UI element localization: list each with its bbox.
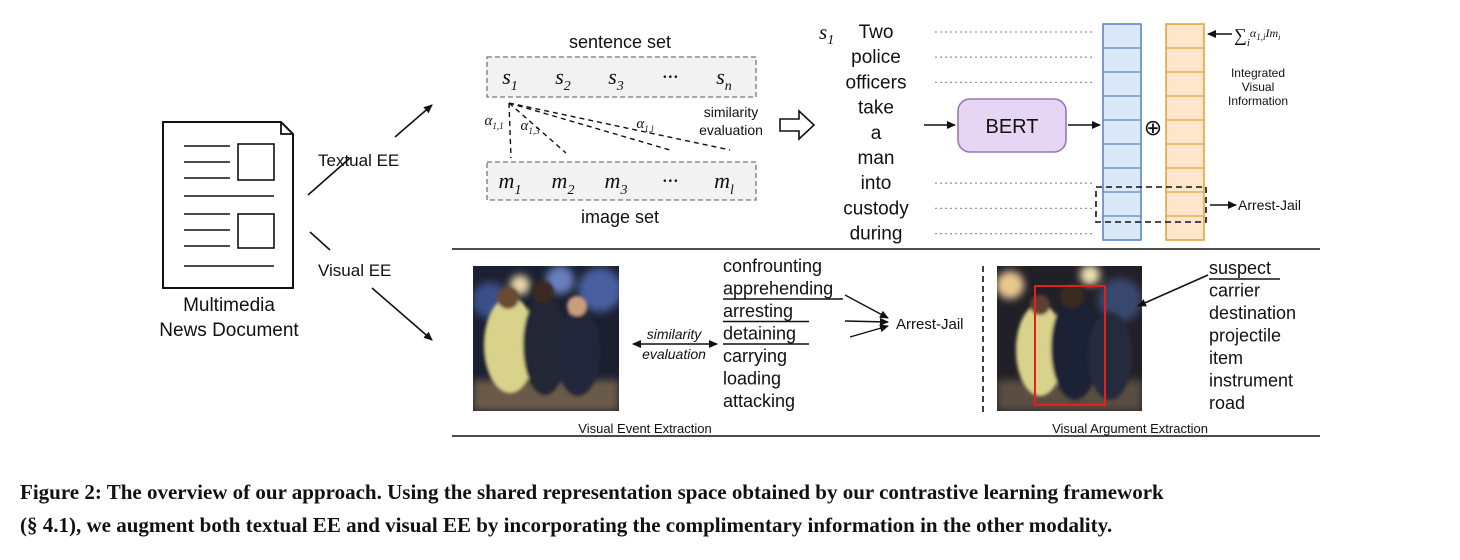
role-6: road (1209, 393, 1245, 413)
word-4: a (871, 123, 882, 144)
arrest-selection-box (1095, 186, 1207, 223)
sentence-item-4: sn (716, 64, 732, 94)
integrated-label-1: Integrated (1231, 66, 1285, 80)
bert-label: BERT (986, 116, 1039, 138)
image-item-3: ··· (662, 168, 679, 193)
verb-2: arresting (723, 301, 793, 321)
alpha-label-2: α1,l (636, 116, 654, 134)
sentence-items: s1 s2 s3 ··· sn (502, 64, 732, 94)
verb-3: detaining (723, 324, 796, 344)
verb-6: attacking (723, 391, 795, 411)
integrated-label-3: Information (1228, 94, 1288, 108)
arrow-textual-to-top (394, 104, 433, 138)
sentence-item-0: s1 (502, 64, 518, 94)
visual-embedding-column-outline (1165, 23, 1205, 241)
arrest-jail-top-label: Arrest-Jail (1238, 197, 1301, 213)
arrow-visual-to-bottom (371, 287, 433, 341)
hollow-arrow-icon (779, 109, 816, 141)
integrated-label-2: Visual (1242, 80, 1274, 94)
image-set-title: image set (581, 207, 659, 227)
visual-event-caption: Visual Event Extraction (578, 421, 711, 436)
word-0: Two (859, 22, 894, 43)
visual-argument-caption: Visual Argument Extraction (1052, 421, 1208, 436)
sentence-set-box (486, 56, 757, 98)
role-3: projectile (1209, 326, 1281, 346)
role-5: instrument (1209, 371, 1293, 391)
event-photo (473, 266, 619, 411)
verb-4: carrying (723, 346, 787, 366)
sentence-set-title: sentence set (569, 32, 671, 52)
verb-arrows (844, 294, 889, 338)
arrest-jail-bottom-label: Arrest-Jail (896, 316, 964, 333)
similarity-label-top-2: evaluation (699, 122, 763, 138)
alpha-dashed-lines (508, 102, 731, 159)
word-5: man (858, 148, 895, 169)
visual-ee-label: Visual EE (318, 261, 391, 280)
suspect-bounding-box (1034, 285, 1106, 406)
s1-label: s1 (819, 20, 834, 48)
alpha-label-1: α1,3 (520, 118, 540, 136)
alpha-labels: α1,1 α1,3 α1,l (484, 113, 654, 136)
image-item-1: m2 (552, 168, 575, 198)
textual-ee-label: Textual EE (318, 151, 399, 170)
sentence-item-2: s3 (608, 64, 624, 94)
role-4: item (1209, 348, 1243, 368)
sentence-item-3: ··· (662, 64, 679, 89)
word-3: take (858, 98, 894, 119)
image-items: m1 m2 m3 ··· ml (499, 168, 734, 198)
arrow-to-visual (309, 231, 331, 251)
similarity-label-bottom-1: similarity (647, 326, 702, 342)
role-0: suspect (1209, 258, 1271, 278)
arrow-to-suspect (1137, 274, 1209, 307)
doc-label-line2: News Document (159, 320, 299, 341)
role-1: carrier (1209, 281, 1260, 301)
bert-box (957, 98, 1067, 153)
figure-caption: Figure 2: The overview of our approach. … (20, 476, 1440, 542)
similarity-label-top-1: similarity (704, 104, 758, 120)
sentence-item-1: s2 (555, 64, 571, 94)
alpha-label-0: α1,1 (484, 113, 503, 131)
role-2: destination (1209, 303, 1296, 323)
image-item-4: ml (714, 168, 734, 198)
text-embedding-column-outline (1102, 23, 1142, 241)
word-8: during (850, 224, 903, 245)
arrow-to-textual (307, 157, 351, 196)
similarity-label-bottom-2: evaluation (642, 346, 706, 362)
sum-alpha-label: ∑iα1,iImi (1234, 25, 1280, 49)
verb-0: confrounting (723, 256, 822, 276)
image-set-box (486, 161, 757, 201)
word-7: custody (843, 198, 909, 219)
sentence-words: Two police officers take a man into custody duri… (843, 22, 1093, 245)
image-item-2: m3 (605, 168, 628, 198)
word-1: police (851, 47, 901, 68)
caption-line-1: Figure 2: The overview of our approach. … (20, 480, 1164, 504)
plus-symbol: ⊕ (1144, 115, 1162, 140)
visual-embedding-column (1165, 23, 1205, 241)
word-6: into (861, 173, 892, 194)
news-document-icon (162, 121, 294, 289)
verb-1: apprehending (723, 279, 833, 299)
doc-label-line1: Multimedia (183, 295, 275, 316)
text-embedding-column (1102, 23, 1142, 241)
verb-5: loading (723, 369, 781, 389)
caption-line-2: (§ 4.1), we augment both textual EE and … (20, 513, 1113, 537)
word-2: officers (846, 72, 907, 93)
image-item-0: m1 (499, 168, 522, 198)
